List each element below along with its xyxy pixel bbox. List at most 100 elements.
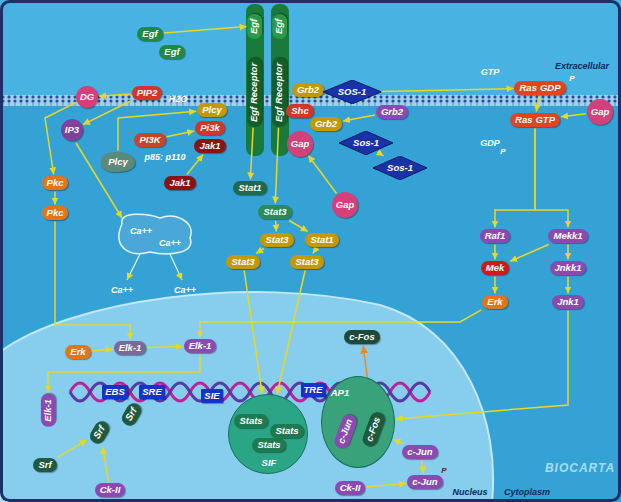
protein-circle: DG bbox=[76, 86, 98, 108]
annotation-label: P bbox=[441, 466, 446, 475]
pathway-arrow bbox=[275, 221, 277, 232]
receptor-bar bbox=[271, 4, 289, 156]
protein-diamond: Sos-1 bbox=[339, 131, 393, 155]
pathway-arrow bbox=[495, 129, 535, 228]
node-label: Raf1 bbox=[485, 231, 506, 242]
node-label: Jnkk1 bbox=[555, 263, 582, 274]
annotation-label: Ca++ bbox=[130, 226, 152, 236]
node-label: Stat3 bbox=[295, 257, 318, 268]
pathway-arrow bbox=[187, 155, 203, 175]
annotation-label: P bbox=[569, 74, 574, 83]
protein-circle: Gap bbox=[332, 192, 358, 218]
pathway-arrow bbox=[103, 447, 109, 482]
node-label: c-Jun bbox=[337, 417, 356, 445]
node-label: Srf bbox=[124, 406, 140, 423]
node-label: Gap bbox=[336, 200, 354, 211]
protein-blob: Plcγ bbox=[101, 152, 135, 173]
node-label: Pkc bbox=[47, 178, 64, 189]
pathway-arrow bbox=[536, 97, 538, 112]
pathway-arrow bbox=[99, 94, 131, 96]
protein-pill: c-Fos bbox=[361, 410, 387, 448]
protein-pill: Erk bbox=[65, 345, 90, 360]
pathway-arrow bbox=[308, 156, 336, 194]
node-label: SRE bbox=[142, 387, 162, 398]
protein-pill: RasGDP bbox=[514, 81, 565, 96]
node-label: Srf bbox=[92, 424, 108, 441]
protein-pill: Jak1 bbox=[194, 139, 225, 154]
protein-pill: Stats bbox=[270, 424, 303, 439]
calcium-release bbox=[170, 254, 182, 280]
pathway-arrow bbox=[118, 111, 196, 150]
pathway-arrow bbox=[343, 115, 375, 121]
protein-pill: Pi3k bbox=[195, 121, 225, 136]
annotation-label: GDP bbox=[480, 138, 500, 148]
annotation-label: p85: p110 bbox=[145, 152, 186, 162]
protein-pill: Stat1 bbox=[305, 233, 338, 248]
protein-pill: Egf bbox=[137, 27, 162, 42]
receptor-bar bbox=[246, 4, 264, 156]
pathway-arrow bbox=[58, 440, 87, 458]
node-label: Plcγ bbox=[202, 105, 222, 116]
pathway-arrow bbox=[54, 192, 56, 205]
node-label: Grb2 bbox=[297, 85, 319, 96]
pathway-arrow bbox=[382, 154, 383, 156]
annotation-label: Ca++ bbox=[174, 285, 196, 295]
complex-ellipse: SIFStatsStatsStats bbox=[228, 394, 308, 474]
node-label: Mekk1 bbox=[553, 231, 582, 242]
protein-pill: Egf Receptor bbox=[248, 57, 263, 126]
calcium-store bbox=[119, 214, 191, 254]
protein-pill: Raf1 bbox=[480, 229, 511, 244]
protein-pill: Stats bbox=[234, 414, 267, 429]
protein-pill: Srf bbox=[33, 458, 56, 473]
pathway-arrow bbox=[164, 27, 247, 33]
node-label: Egf Receptor bbox=[275, 62, 286, 121]
pathway-arrow bbox=[494, 245, 496, 260]
complex-ellipse: AP1 c-Jun c-Fos bbox=[321, 376, 395, 468]
node-label: Elk-1 bbox=[119, 343, 142, 354]
pathway-arrow bbox=[256, 249, 264, 254]
annotation-label: BIOCARTA bbox=[545, 461, 615, 475]
protein-circle: Gap bbox=[287, 131, 313, 157]
protein-pill: Grb2 bbox=[376, 105, 408, 120]
pathway-arrow bbox=[250, 128, 253, 180]
node-label: Grb2 bbox=[381, 107, 403, 118]
node-label: EBS bbox=[105, 387, 125, 398]
pathway-arrow bbox=[277, 271, 305, 395]
annotation-label: H2O bbox=[169, 94, 188, 104]
protein-pill: Egf Receptor bbox=[273, 57, 288, 126]
protein-pill: Grb2 bbox=[310, 117, 342, 132]
node-label: Elk-1 bbox=[43, 399, 54, 422]
protein-pill: Elk-1 bbox=[114, 341, 147, 356]
protein-pill: Mek bbox=[481, 261, 509, 276]
protein-pill: Mekk1 bbox=[548, 229, 587, 244]
dna-element-box: SRE bbox=[139, 385, 165, 400]
node-label: AP1 bbox=[331, 388, 349, 399]
pathway-arrow bbox=[167, 131, 195, 137]
protein-circle: IP3 bbox=[61, 119, 83, 141]
node-label: c-Fos bbox=[365, 415, 384, 443]
protein-pill: Egf bbox=[248, 13, 263, 38]
annotation-label: P bbox=[500, 147, 505, 156]
pathway-arrow bbox=[382, 89, 513, 92]
protein-circle: Gap bbox=[587, 99, 613, 125]
node-label: PIP2 bbox=[137, 88, 158, 99]
node-label: Stat3 bbox=[231, 257, 254, 268]
node-label: Sos-1 bbox=[353, 138, 379, 149]
node-label: Egf bbox=[142, 29, 157, 40]
pathway-arrow bbox=[494, 277, 496, 294]
protein-pill: Stat3 bbox=[258, 205, 291, 220]
pathway-arrow bbox=[567, 277, 569, 294]
pathway-arrow bbox=[289, 221, 308, 232]
node-label: Mek bbox=[486, 263, 504, 274]
dna-element-box: EBS bbox=[102, 385, 128, 400]
extracellular-space bbox=[0, 0, 621, 95]
pathway-arrow bbox=[92, 349, 113, 351]
annotation-label: Ca++ bbox=[159, 238, 181, 248]
protein-pill: Jak1 bbox=[164, 176, 195, 191]
node-label: GTP bbox=[535, 115, 555, 126]
node-label: Grb2 bbox=[315, 119, 337, 130]
protein-pill: Egf bbox=[273, 13, 288, 38]
protein-pill: Stats bbox=[252, 438, 285, 453]
